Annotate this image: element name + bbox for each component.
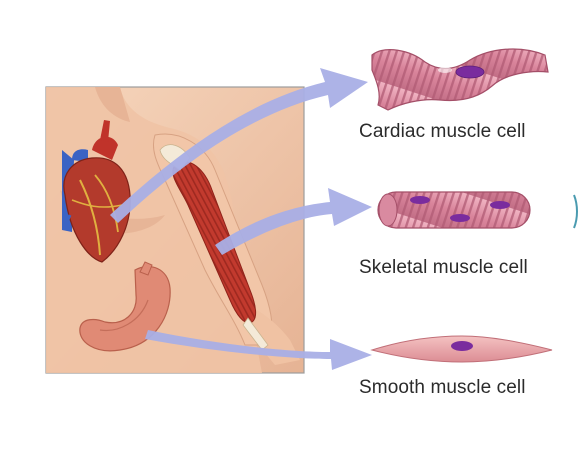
arm-muscle-icon [159, 144, 269, 351]
smooth-nucleus [451, 341, 473, 351]
skeletal-nucleus-1 [410, 196, 430, 204]
label-skeletal: Skeletal muscle cell [359, 257, 528, 278]
arrow-to-cardiac [110, 68, 368, 223]
cardiac-nucleus [455, 65, 485, 79]
cardiac-muscle-cell [371, 48, 549, 111]
stomach-icon [79, 261, 171, 352]
body-illustration [45, 86, 305, 374]
edge-mark [573, 194, 578, 229]
arrow-to-skeletal [215, 188, 372, 255]
skeletal-nucleus-3 [490, 201, 510, 209]
skeletal-muscle-cell [377, 191, 531, 229]
label-cardiac: Cardiac muscle cell [359, 121, 526, 142]
arrow-to-smooth [145, 330, 372, 370]
arrows [110, 68, 372, 370]
smooth-muscle-cell [370, 335, 553, 363]
heart-icon [62, 120, 131, 263]
skeletal-nucleus-2 [450, 214, 470, 222]
neck-shadow [95, 87, 130, 122]
label-smooth: Smooth muscle cell [359, 377, 526, 398]
